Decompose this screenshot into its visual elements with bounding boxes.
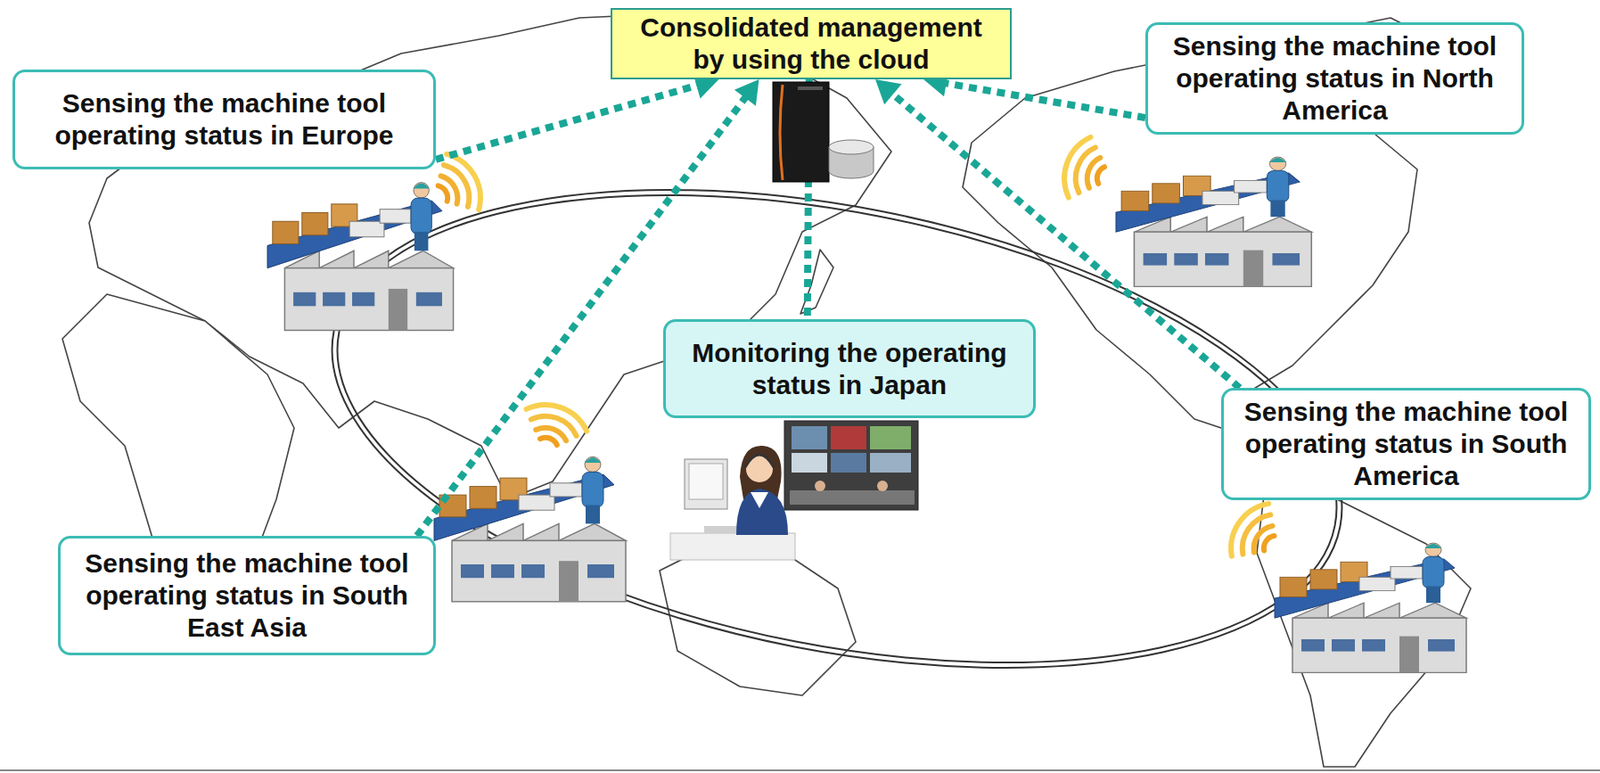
dotted-line (417, 96, 747, 536)
operator-headset (745, 454, 774, 468)
label-text-group: Sensing the machine tool operating statu… (1234, 395, 1578, 493)
label-text-group: Sensing the machine tool operating statu… (1158, 30, 1511, 127)
factory-south-america (1274, 542, 1467, 673)
label-text: Sensing the machine tool operating statu… (1234, 395, 1578, 493)
bottom-rule (0, 769, 1600, 772)
server-tower (772, 82, 829, 182)
control-screen (791, 452, 828, 473)
ring-line (297, 119, 1377, 739)
signal-south-east-asia (518, 396, 592, 453)
staff-head (814, 480, 826, 492)
monitor-screen (689, 463, 723, 500)
monitor (684, 459, 728, 509)
operator-face (746, 455, 773, 483)
label-text-group: Consolidated management by using the clo… (621, 11, 1002, 76)
network-ring (291, 113, 1383, 745)
control-screen (869, 452, 911, 473)
control-screen (830, 452, 867, 473)
continent-south-america (1256, 481, 1471, 767)
arrow-head (875, 79, 903, 105)
control-screen (791, 426, 828, 450)
control-desk (789, 490, 915, 505)
signal-south-america (1221, 495, 1289, 569)
label-text: Consolidated management by using the clo… (621, 11, 1002, 76)
control-screen (869, 426, 911, 450)
site-label-box: Sensing the machine tool operating statu… (1221, 387, 1592, 501)
ring-line (291, 113, 1383, 745)
factory-north-america (1115, 156, 1312, 287)
label-text: Sensing the machine tool operating statu… (1158, 30, 1511, 127)
signal-north-america (1056, 132, 1113, 206)
operator-collar (750, 492, 769, 509)
operator-illustration (670, 420, 919, 560)
site-label-box: Sensing the machine tool operating statu… (12, 69, 436, 170)
monitor-label-box: Monitoring the operating status in Japan (663, 319, 1036, 419)
operator-body (736, 488, 788, 535)
server-stripe (779, 84, 783, 181)
label-text: Sensing the machine tool operating statu… (25, 87, 423, 152)
label-text: Sensing the machine tool operating statu… (71, 547, 423, 644)
dotted-line (944, 82, 1146, 118)
label-text-group: Sensing the machine tool operating statu… (25, 87, 423, 152)
dotted-arrow (417, 79, 760, 536)
factory-europe (267, 182, 454, 331)
control-screen (830, 426, 867, 450)
staff-head (877, 480, 888, 492)
label-text: Monitoring the operating status in Japan (674, 336, 1025, 402)
dotted-line (435, 85, 698, 160)
arrow-head (734, 79, 760, 107)
site-label-box: Sensing the machine tool operating statu… (57, 535, 436, 656)
storage-disk-top (828, 139, 874, 155)
dotted-arrow (435, 73, 720, 160)
control-room (784, 420, 919, 510)
site-label-box: Sensing the machine tool operating statu… (1145, 22, 1525, 135)
server-vent (797, 86, 823, 91)
label-text-group: Monitoring the operating status in Japan (674, 336, 1025, 402)
cloud-label-box: Consolidated management by using the clo… (610, 8, 1012, 80)
desk (670, 533, 796, 560)
label-text-group: Sensing the machine tool operating statu… (71, 547, 423, 644)
